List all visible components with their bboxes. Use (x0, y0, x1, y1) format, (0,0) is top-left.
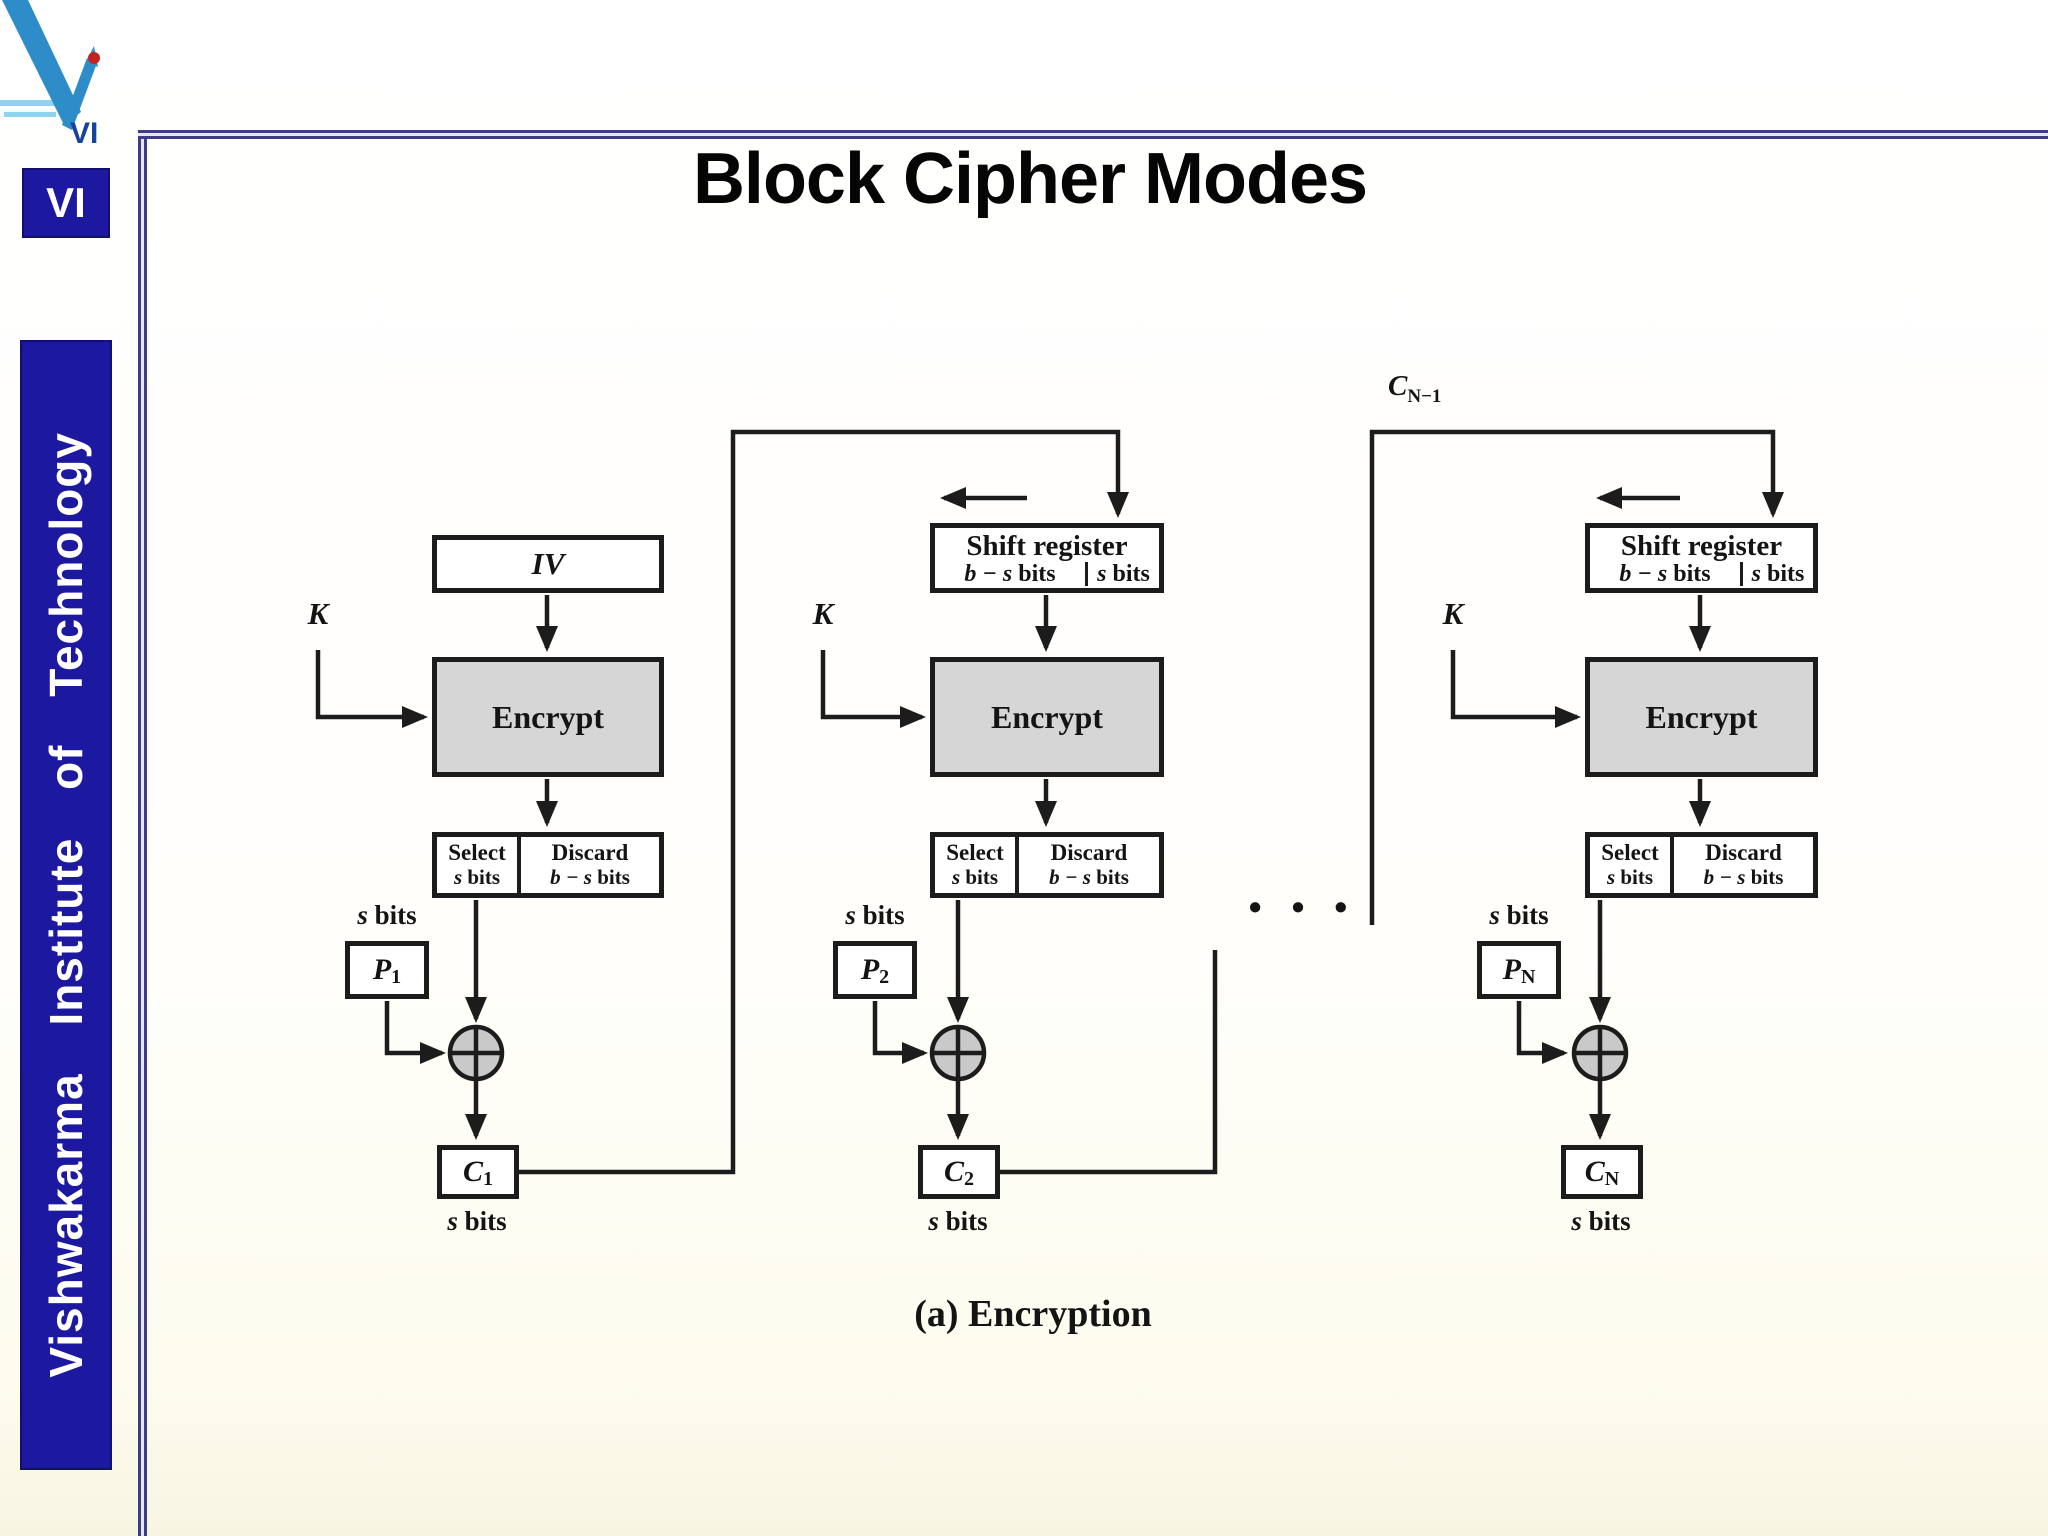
discard-cell-2: Discard b − s bits (1049, 840, 1129, 890)
feedback-line-c1 (517, 429, 1129, 1175)
feedback-cn1-label: CN−1 (1388, 370, 1442, 407)
frame-horizontal-rule (138, 130, 2048, 139)
encrypt-box-2: Encrypt (930, 657, 1164, 777)
vi-badge: VI (22, 168, 110, 238)
logo-stripe (0, 100, 60, 106)
arrow-p1-to-xor-1 (384, 1001, 446, 1064)
select-discard-box-2: Select s bits Discard b − s bits (930, 832, 1164, 898)
logo-vi-text: VI (70, 117, 98, 150)
arrow-p2-to-xor-2 (872, 1001, 928, 1064)
select-cell-n: Select s bits (1590, 837, 1674, 893)
s-bits-label-c2: s bits (928, 1206, 988, 1236)
s-bits-label-c1: s bits (447, 1206, 507, 1236)
s-bits-label-pn: s bits (1489, 900, 1549, 930)
figure-caption: (a) Encryption (914, 1293, 1152, 1335)
iv-label: IV (531, 546, 565, 581)
s-bits-label-cn: s bits (1571, 1206, 1631, 1236)
logo-stripe (4, 112, 56, 117)
feedback-line-c2 (998, 950, 1218, 1175)
page-title: Block Cipher Modes (692, 139, 1368, 219)
select-discard-box-n: Select s bits Discard b − s bits (1585, 832, 1818, 898)
s-bits-label-p1: s bits (357, 900, 417, 930)
frame-vertical-rule (138, 130, 147, 1536)
arrow-key-to-encrypt-2 (820, 650, 926, 728)
ellipsis-dots: • • • (1248, 887, 1358, 929)
s-bits-label-p2: s bits (845, 900, 905, 930)
logo-check-right (62, 58, 97, 130)
logo-red-dot (88, 52, 100, 64)
key-label-n: K (1442, 596, 1464, 631)
select-cell-2: Select s bits (935, 837, 1019, 893)
xor-node-n (1571, 1024, 1629, 1082)
select-cell-1: Select s bits (437, 837, 521, 893)
shift-register-box-2: Shift register b − s bits s bits (930, 523, 1164, 593)
shift-register-divider (1085, 561, 1088, 586)
shift-register-divider (1740, 561, 1743, 586)
institute-logo: VI (0, 0, 100, 150)
arrow-key-to-encrypt-1 (315, 650, 428, 728)
select-discard-box-1: Select s bits Discard b − s bits (432, 832, 664, 898)
institute-banner: Vishwakarma Institute of Technology (20, 340, 112, 1470)
arrow-key-to-encrypt-n (1450, 650, 1581, 728)
discard-cell-1: Discard b − s bits (550, 840, 630, 890)
encrypt-box-n: Encrypt (1585, 657, 1818, 777)
shift-register-box-n: Shift register b − s bits s bits (1585, 523, 1818, 593)
discard-cell-n: Discard b − s bits (1703, 840, 1784, 890)
arrow-pn-to-xor-n (1516, 1001, 1568, 1064)
vi-badge-label: VI (46, 179, 86, 226)
xor-node-1 (447, 1024, 505, 1082)
encrypt-box-1: Encrypt (432, 657, 664, 777)
feedback-line-cn1 (1369, 429, 1784, 925)
iv-box: IV (432, 535, 664, 593)
xor-node-2 (929, 1024, 987, 1082)
logo-check-left (2, 0, 81, 125)
key-label-1: K (307, 596, 329, 631)
key-label-2: K (812, 596, 834, 631)
